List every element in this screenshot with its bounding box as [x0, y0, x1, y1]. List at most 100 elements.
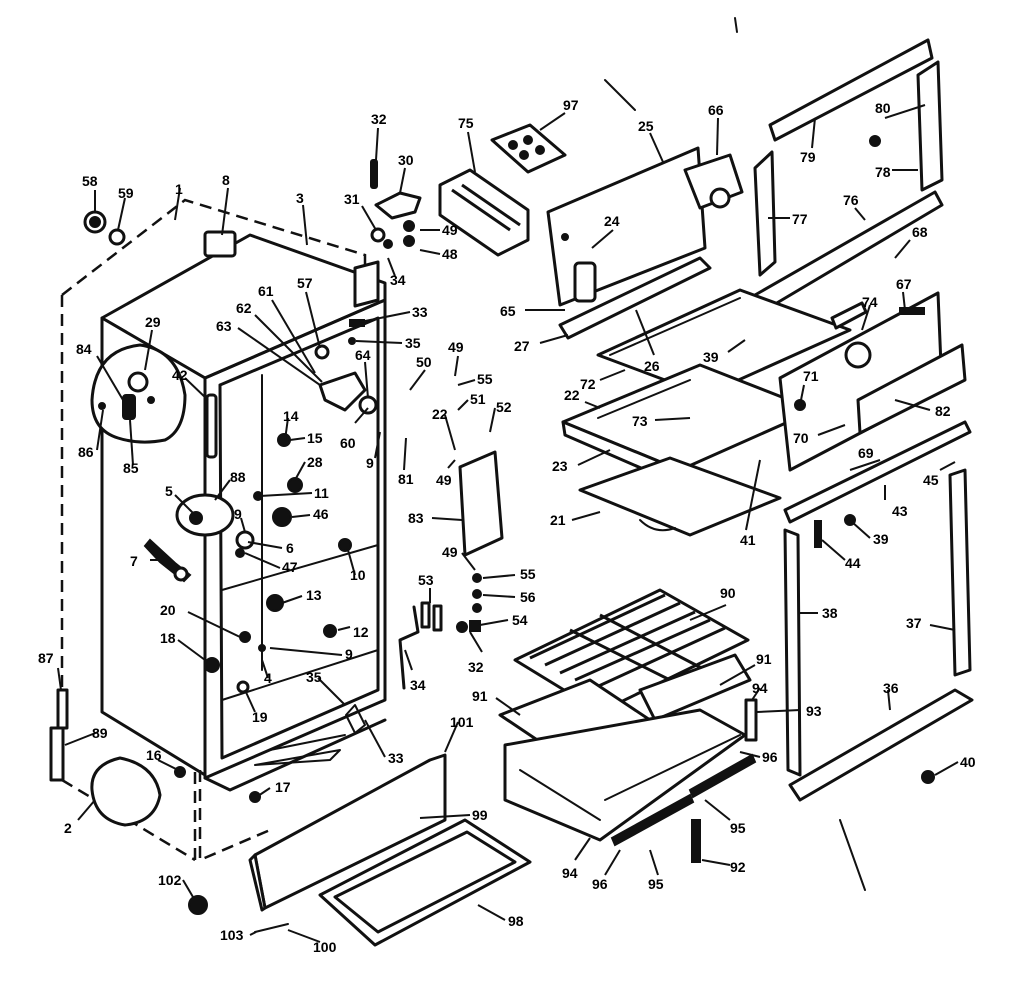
callout-91: 91	[756, 651, 772, 667]
callout-102: 102	[158, 872, 182, 888]
callout-31: 31	[344, 191, 360, 207]
callout-50: 50	[416, 354, 432, 370]
callout-13: 13	[306, 587, 322, 603]
callout-55: 55	[520, 566, 536, 582]
callout-84: 84	[76, 341, 92, 357]
callout-85: 85	[123, 460, 139, 476]
callout-32: 32	[371, 111, 387, 127]
callout-80: 80	[875, 100, 891, 116]
frame-38	[783, 528, 802, 777]
callout-55: 55	[477, 371, 493, 387]
callout-89: 89	[92, 725, 108, 741]
callout-32: 32	[468, 659, 484, 675]
callout-30: 30	[398, 152, 414, 168]
callout-20: 20	[160, 602, 176, 618]
callout-9: 9	[366, 455, 374, 471]
callout-19: 19	[252, 709, 268, 725]
callout-39: 39	[703, 349, 719, 365]
callout-25: 25	[638, 118, 654, 134]
callout-7: 7	[130, 553, 138, 569]
callout-46: 46	[313, 506, 329, 522]
callout-78: 78	[875, 164, 891, 180]
callout-9: 9	[345, 646, 353, 662]
callout-34: 34	[390, 272, 406, 288]
callout-97: 97	[563, 97, 579, 113]
callout-53: 53	[418, 572, 434, 588]
callout-47: 47	[282, 559, 298, 575]
callout-numbers: 58 59 1 8 3 32 30 31 49 48 34 75 97 25 6…	[38, 97, 976, 955]
callout-42: 42	[172, 367, 188, 383]
callout-96: 96	[592, 876, 608, 892]
callout-94: 94	[562, 865, 578, 881]
callout-88: 88	[230, 469, 246, 485]
panel-25	[546, 146, 707, 307]
callout-28: 28	[307, 454, 323, 470]
callout-36: 36	[883, 680, 899, 696]
base-grille-99-101	[248, 753, 447, 912]
callout-70: 70	[793, 430, 809, 446]
callout-58: 58	[82, 173, 98, 189]
callout-51: 51	[470, 391, 486, 407]
callout-62: 62	[236, 300, 252, 316]
callout-34: 34	[410, 677, 426, 693]
callout-35: 35	[405, 335, 421, 351]
crisper-cover-75	[438, 168, 530, 257]
egg-tray-97	[490, 123, 567, 174]
callout-75: 75	[458, 115, 474, 131]
callout-96: 96	[762, 749, 778, 765]
callout-10: 10	[350, 567, 366, 583]
callout-71: 71	[803, 368, 819, 384]
callout-86: 86	[78, 444, 94, 460]
callout-73: 73	[632, 413, 648, 429]
callout-81: 81	[398, 471, 414, 487]
damper-assembly	[143, 493, 235, 583]
callout-11: 11	[314, 485, 329, 501]
callout-77: 77	[792, 211, 808, 227]
callout-5: 5	[165, 483, 173, 499]
callout-37: 37	[906, 615, 922, 631]
wire-shelf-90	[513, 588, 750, 714]
cover-67	[778, 291, 944, 472]
side-control-assembly	[90, 343, 187, 444]
callout-49: 49	[436, 472, 452, 488]
callout-24: 24	[604, 213, 620, 229]
rail-27	[558, 256, 712, 340]
callout-79: 79	[800, 149, 816, 165]
panel-82	[856, 343, 967, 435]
callout-44: 44	[845, 555, 861, 571]
callout-72: 72	[580, 376, 596, 392]
callout-41: 41	[740, 532, 756, 548]
callout-49: 49	[442, 544, 458, 560]
callout-49: 49	[448, 339, 464, 355]
panel-83	[458, 450, 504, 557]
callout-8: 8	[222, 172, 230, 188]
rail-74	[830, 301, 868, 330]
callout-3: 3	[296, 190, 304, 206]
base-parts	[188, 895, 289, 933]
callout-54: 54	[512, 612, 528, 628]
callout-39: 39	[873, 531, 889, 547]
callout-57: 57	[297, 275, 313, 291]
callout-1: 1	[175, 181, 183, 197]
compressor-cover-2	[90, 756, 162, 827]
callout-83: 83	[408, 510, 424, 526]
callout-95: 95	[730, 820, 746, 836]
cabinet-hardware	[174, 319, 378, 803]
callout-35: 35	[306, 669, 322, 685]
callout-65: 65	[500, 303, 516, 319]
callout-27: 27	[514, 338, 530, 354]
callout-94: 94	[752, 680, 768, 696]
callout-95: 95	[648, 876, 664, 892]
frame-37	[948, 468, 972, 677]
callout-90: 90	[720, 585, 736, 601]
frame-36	[788, 688, 974, 802]
callout-6: 6	[286, 540, 294, 556]
shelf-21	[578, 456, 782, 537]
callout-74: 74	[862, 294, 878, 310]
callout-16: 16	[146, 747, 162, 763]
callout-14: 14	[283, 408, 299, 424]
callout-64: 64	[355, 347, 371, 363]
callout-68: 68	[912, 224, 928, 240]
callout-103: 103	[220, 927, 244, 943]
